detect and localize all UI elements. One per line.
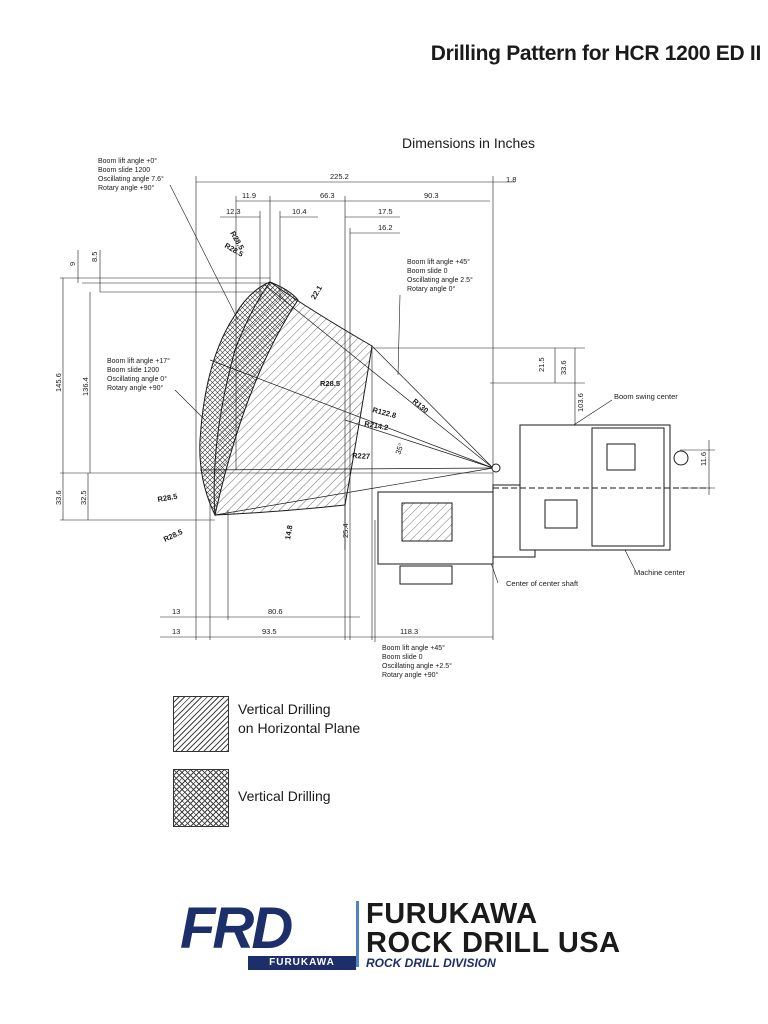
note3-line2: Boom slide 1200 [107,367,159,374]
page-title: Drilling Pattern for HCR 1200 ED II [430,42,762,65]
compressor [544,499,578,529]
note2-line1: Boom lift angle +45° [407,258,470,266]
legend-label-line1: Vertical Drilling [238,701,331,717]
single-hatch-swatch [173,696,229,752]
callout-boom-swing-center: Boom swing center [614,392,678,401]
dim-11-9: 11.9 [242,191,256,200]
dim-10-4: 10.4 [292,207,307,216]
note3-line4: Rotary angle +90° [107,384,164,392]
note4-line3: Oscillating angle +2.5° [382,662,452,670]
frd-mark: FRD [180,896,293,961]
dim-93-5: 93.5 [262,627,277,636]
dim-90-3: 90.3 [424,191,439,200]
dim-8-5: 8.5 [90,252,99,262]
dimension-labels: 225.2 1.8 11.9 66.3 90.3 12.3 10.4 17.5 … [54,172,708,636]
boom-swing-pivot [491,463,501,473]
callout-machine-center: Machine center [634,568,686,577]
brand-line2: ROCK DRILL USA [366,927,621,959]
dim-136-4: 136.4 [81,377,90,396]
dim-12-3: 12.3 [226,207,241,216]
note4-line2: Boom slide 0 [382,654,423,661]
angle-35: 35° [393,442,405,456]
radius-lines [199,284,494,516]
note2-line2: Boom slide 0 [407,268,448,275]
brand-division: ROCK DRILL DIVISION [366,956,496,970]
note4-line4: Rotary angle +90° [382,671,439,679]
vertical-drilling-area [199,281,299,517]
note1-line1: Boom lift angle +0° [98,157,157,165]
dim-66-3: 66.3 [320,191,335,200]
dim-225-2: 225.2 [330,172,349,181]
radius-r214-2: R214.2 [364,419,389,432]
dim-22-1: 22.1 [309,284,324,301]
cab-window [606,443,636,471]
note1-line2: Boom slide 1200 [98,167,150,174]
radius-r130: R130 [411,397,431,415]
brand-line1: FURUKAWA [366,898,538,930]
dim-11-6: 11.6 [699,452,708,466]
legend-label-line2: on Horizontal Plane [238,720,361,736]
dim-13-b: 13 [172,627,180,636]
dim-21-5: 21.5 [537,357,546,372]
note2-line3: Oscillating angle 2.5° [407,276,473,284]
note1-line3: Oscillating angle 7.6° [98,175,164,183]
note3-line1: Boom lift angle +17° [107,357,170,365]
dim-17-5: 17.5 [378,207,393,216]
dim-80-6: 80.6 [268,607,283,616]
dim-9: 9 [68,262,77,266]
dim-118-3: 118.3 [400,627,418,636]
dim-33-6-right: 33.6 [559,360,568,375]
dim-33-6-left: 33.6 [54,490,63,505]
radius-r28-5-bot: R28.5 [162,527,184,544]
radius-r122-8: R122.8 [371,405,397,420]
dim-14-8: 14.8 [283,524,294,540]
radius-r28-5-low: R28.5 [157,492,178,504]
callout-center-shaft: Center of center shaft [506,579,579,588]
radius-r28-5-mid: R28.5 [320,379,340,388]
drilling-coverage-area [199,281,373,517]
frd-mark-sub: FURUKAWA [248,956,356,970]
units-subtitle: Dimensions in Inches [402,135,536,151]
cross-hatch-swatch [173,769,229,827]
dim-13-a: 13 [172,607,180,616]
note4-line1: Boom lift angle +45° [382,644,445,652]
gauge [673,450,689,466]
logo-divider [356,901,359,967]
note1-line4: Rotary angle +90° [98,184,155,192]
dim-16-2: 16.2 [378,223,393,232]
dim-32-5: 32.5 [79,490,88,505]
dim-1-8: 1.8 [506,175,516,184]
dim-145-6: 145.6 [54,373,63,392]
machine-outline [377,424,710,585]
engine-grille [401,502,453,542]
legend-label-vertical: Vertical Drilling [238,788,331,804]
radius-r227: R227 [352,451,370,461]
dim-25-4: 25.4 [341,523,350,538]
note2-line4: Rotary angle 0° [407,285,456,293]
company-logo: FRD FURUKAWA FURUKAWA ROCK DRILL USA ROC… [180,898,630,973]
boom-notes: Boom lift angle +0° Boom slide 1200 Osci… [98,157,473,679]
note3-line3: Oscillating angle 0° [107,375,167,383]
rear-weight [399,565,453,585]
drilling-pattern-diagram: Boom lift angle +0° Boom slide 1200 Osci… [54,157,715,679]
dim-103-6: 103.6 [576,393,585,412]
dimension-lines [60,176,715,640]
